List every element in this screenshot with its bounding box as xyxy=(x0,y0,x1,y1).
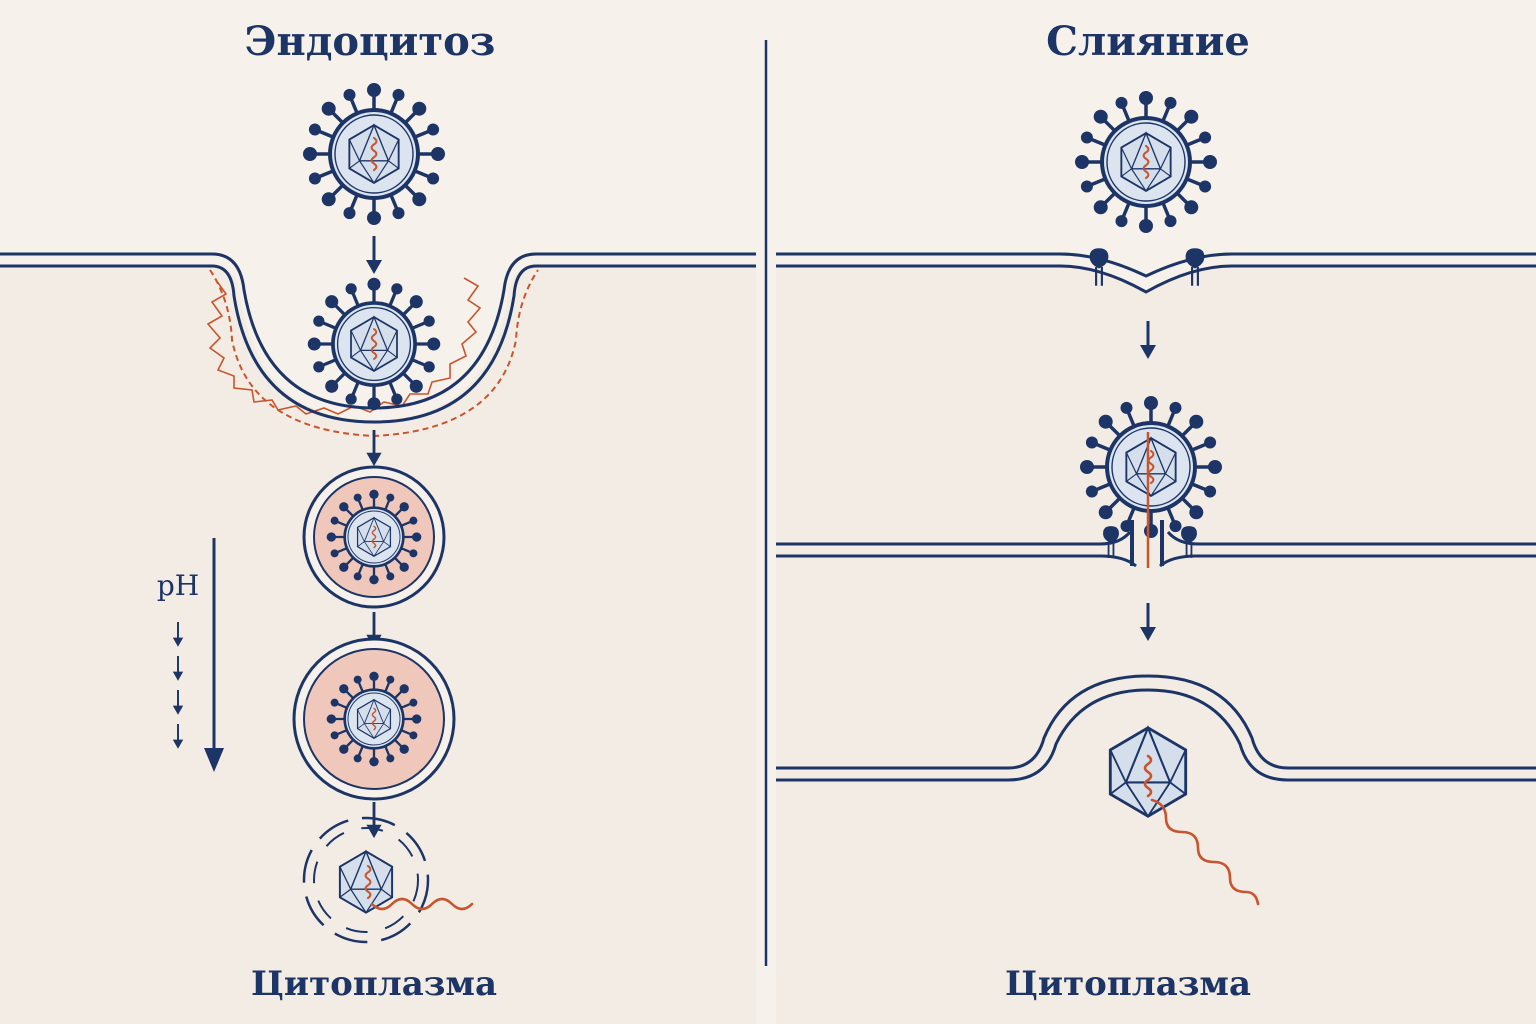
virion-icon xyxy=(303,83,445,225)
endocytosis-panel: pH Эндоцитоз Цитоплазма xyxy=(0,18,756,1024)
cell-membrane-right-2 xyxy=(776,530,1536,546)
rna-icon xyxy=(1150,798,1260,906)
virion-icon xyxy=(327,490,422,585)
cytoplasm-label-left: Цитоплазма xyxy=(251,964,497,1004)
fusion-pore xyxy=(1130,520,1164,566)
ph-label: pH xyxy=(157,569,199,602)
arrow-down-icon xyxy=(364,234,384,276)
cytoplasm-label-right: Цитоплазма xyxy=(1005,964,1251,1004)
rna-icon xyxy=(370,897,474,911)
cytoplasm-region-right xyxy=(776,266,1536,1024)
cell-membrane-right xyxy=(776,252,1536,278)
panel-title-fusion: Слияние xyxy=(1046,18,1250,65)
uncoated-capsid xyxy=(302,816,474,944)
fusion-panel: Слияние Цитоплазма xyxy=(776,18,1536,1024)
ph-indicator: pH xyxy=(157,538,224,772)
early-endosome xyxy=(302,465,446,609)
virion-icon xyxy=(1080,396,1222,538)
cell-membrane-right-3 xyxy=(776,674,1536,770)
virion-icon xyxy=(327,672,422,767)
virion-icon xyxy=(1075,91,1217,233)
virion-icon xyxy=(308,278,441,411)
late-endosome xyxy=(292,637,456,801)
panel-title-endocytosis: Эндоцитоз xyxy=(245,18,496,65)
